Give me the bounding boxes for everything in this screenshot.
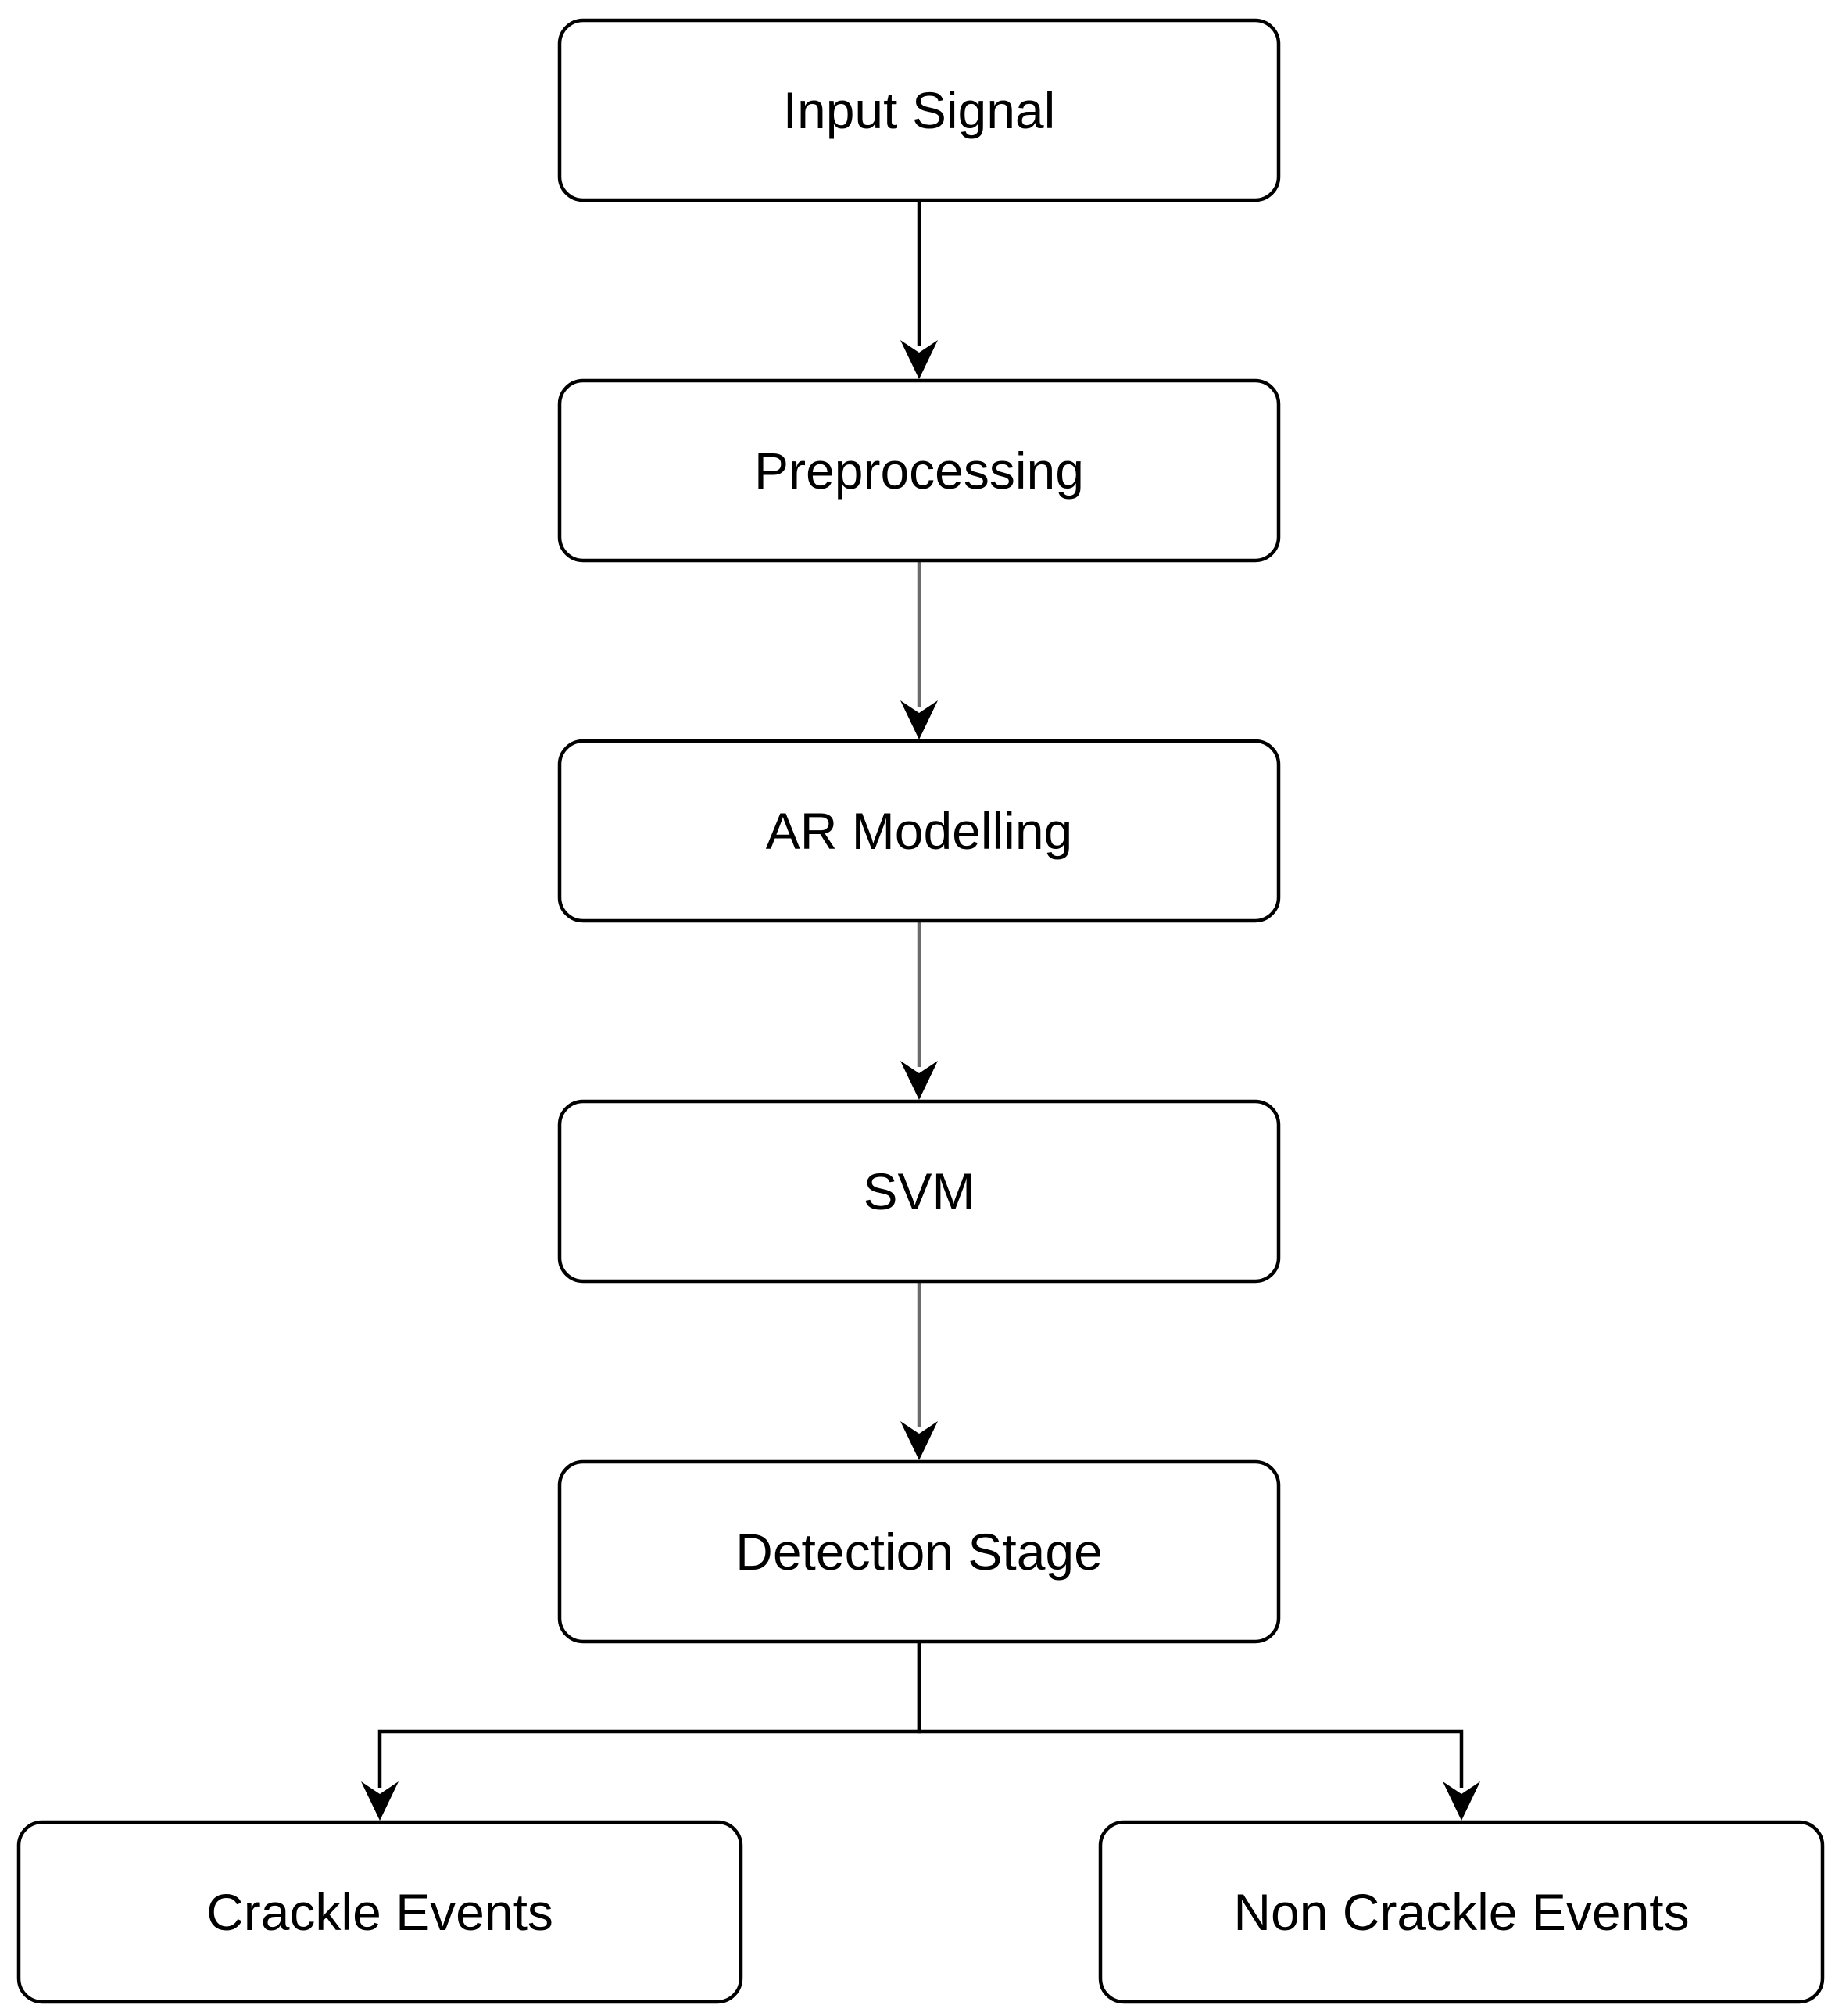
node-label: Crackle Events: [206, 1883, 553, 1941]
node-label: Preprocessing: [754, 442, 1084, 500]
arrowhead: [1443, 1781, 1480, 1821]
arrowhead: [900, 700, 938, 739]
edge-svm-to-detection-stage: [900, 1281, 938, 1460]
node-detection-stage: Detection Stage: [557, 1459, 1281, 1644]
node-label: Detection Stage: [735, 1523, 1103, 1581]
edge-line: [917, 1642, 1464, 1788]
arrowhead: [900, 1061, 938, 1100]
node-label: Input Signal: [783, 81, 1056, 139]
node-preprocessing: Preprocessing: [557, 378, 1281, 563]
arrowhead: [900, 1421, 938, 1460]
edge-ar-modelling-to-svm: [900, 921, 938, 1100]
arrowhead: [900, 340, 938, 379]
node-input-signal: Input Signal: [557, 18, 1281, 202]
node-label: SVM: [863, 1162, 975, 1220]
node-crackle-events: Crackle Events: [16, 1820, 743, 2004]
edge-detection-stage-to-non-crackle-events: [917, 1642, 1480, 1821]
arrowhead: [361, 1781, 399, 1821]
node-box: [557, 1459, 1281, 1644]
node-label: AR Modelling: [766, 802, 1073, 860]
node-ar-modelling: AR Modelling: [557, 739, 1281, 923]
node-label: Non Crackle Events: [1233, 1883, 1689, 1941]
node-box: [557, 378, 1281, 563]
edge-input-signal-to-preprocessing: [900, 200, 938, 379]
edge-preprocessing-to-ar-modelling: [900, 560, 938, 739]
node-box: [557, 1099, 1281, 1284]
edges-layer: [361, 200, 1480, 1821]
node-svm: SVM: [557, 1099, 1281, 1284]
edge-line: [377, 1642, 921, 1788]
node-box: [557, 739, 1281, 923]
node-non-crackle-events: Non Crackle Events: [1098, 1820, 1825, 2004]
node-box: [16, 1820, 743, 2004]
edge-detection-stage-to-crackle-events: [361, 1642, 921, 1821]
node-box: [557, 18, 1281, 202]
node-box: [1098, 1820, 1825, 2004]
